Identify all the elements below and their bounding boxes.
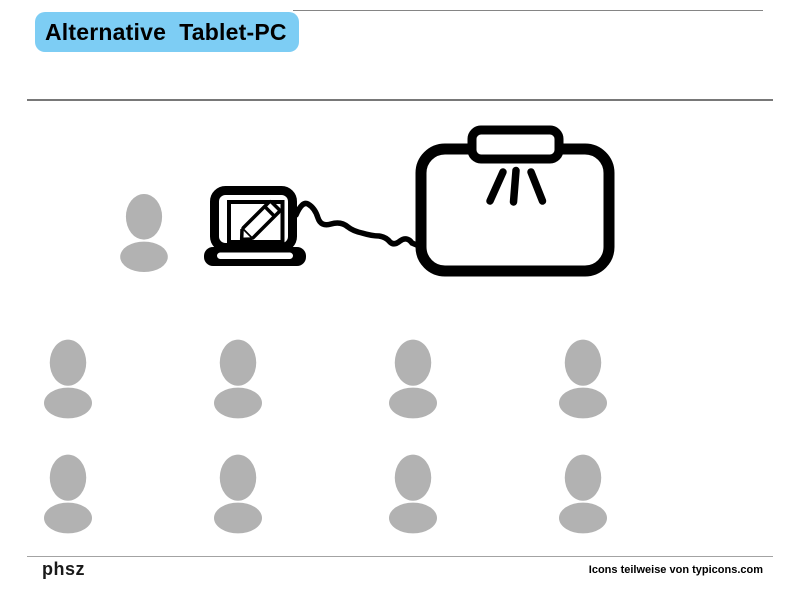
audience-person-icon: [44, 454, 92, 534]
tabletpc-projector-diagram: [204, 125, 615, 277]
presenter-person-icon: [120, 193, 168, 273]
audience-person-icon: [559, 339, 607, 419]
light-rays-icon: [486, 166, 547, 206]
audience-person-icon: [44, 339, 92, 419]
laptop-with-pencil-icon: [204, 186, 306, 266]
squiggly-cable-line: [293, 200, 422, 249]
audience-person-icon: [389, 454, 437, 534]
audience-person-icon: [214, 339, 262, 419]
phsz-logo: phsz: [42, 559, 86, 579]
slide-title-box: Alternative Tablet-PC: [35, 12, 299, 52]
slide-title: Alternative Tablet-PC: [45, 18, 287, 45]
icon-credit-text: Icons teilweise von typicons.com: [588, 564, 763, 576]
audience-person-icon: [389, 339, 437, 419]
audience-person-icon: [214, 454, 262, 534]
footer-divider-line: [27, 556, 773, 557]
top-divider-line: [293, 10, 763, 11]
header-divider-line: [27, 99, 773, 101]
pencil-icon: [239, 199, 282, 242]
audience-person-icon: [559, 454, 607, 534]
projector-icon: [467, 125, 564, 164]
